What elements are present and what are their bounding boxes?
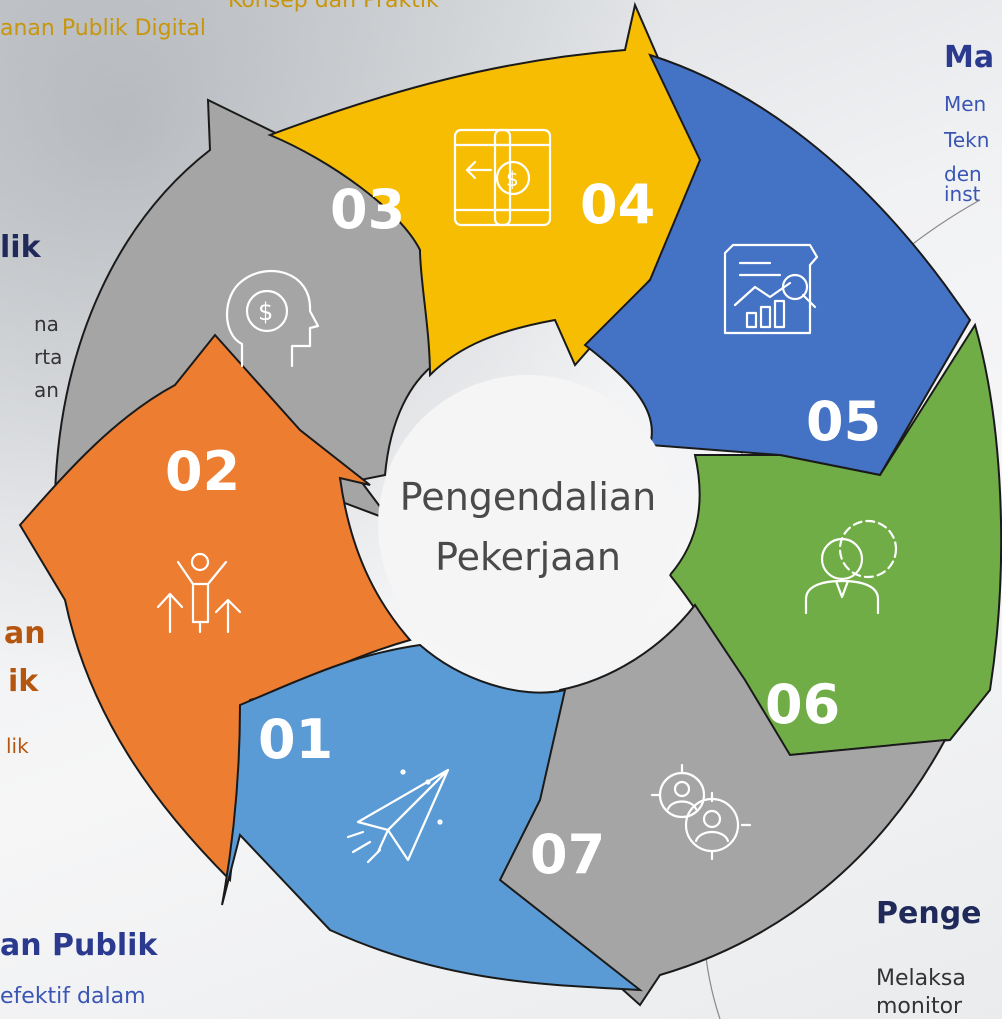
left-mid-line1: na <box>34 312 59 336</box>
left-mid-line2: rta <box>34 345 63 369</box>
bottom-right-line2: monitor <box>876 994 963 1019</box>
mobile-payment-icon: $ <box>453 128 552 227</box>
bottom-right-line1: Melaksa <box>876 966 966 991</box>
segment-number-04: 04 <box>580 173 655 236</box>
right-top-line2: Tekn <box>944 128 990 152</box>
segment-01 <box>221 643 644 992</box>
segment-05 <box>583 53 972 477</box>
right-top-line3: den <box>944 162 982 186</box>
svg-text:$: $ <box>506 167 519 191</box>
target-people-icon <box>650 763 752 861</box>
segment-number-06: 06 <box>765 673 840 736</box>
segment-number-05: 05 <box>806 390 881 453</box>
left-lower-title-line2: ik <box>8 664 39 699</box>
paper-plane-icon <box>346 768 450 864</box>
top-left-caption-line2: anan Publik Digital <box>0 16 206 41</box>
left-lower-title-line1: an <box>4 616 46 651</box>
person-gear-icon <box>804 519 898 615</box>
center-title-line2: Pekerjaan <box>435 535 621 579</box>
svg-text:$: $ <box>258 298 273 326</box>
top-left-caption-line1: Konsep dan Praktik <box>228 0 439 13</box>
report-analysis-icon <box>723 243 819 335</box>
bottom-left-title: an Publik <box>0 928 158 963</box>
right-top-line1: Men <box>944 92 987 116</box>
left-mid-title: lik <box>0 230 41 265</box>
right-top-line4: inst <box>944 182 981 206</box>
segment-number-03: 03 <box>330 178 405 241</box>
right-top-title: Ma <box>944 40 995 75</box>
segment-number-01: 01 <box>258 708 333 771</box>
left-lower-line: lik <box>6 734 29 758</box>
center-title-line1: Pengendalian <box>400 475 657 519</box>
segment-number-07: 07 <box>530 823 605 886</box>
money-mind-icon: $ <box>225 269 320 368</box>
segment-07 <box>498 603 947 1007</box>
bottom-right-title: Penge <box>876 896 982 931</box>
segment-number-02: 02 <box>165 440 240 503</box>
growth-person-icon <box>156 552 242 634</box>
center-circle <box>378 375 678 675</box>
segment-02 <box>18 333 412 883</box>
bottom-left-line: efektif dalam <box>0 984 146 1009</box>
left-mid-line3: an <box>34 378 59 402</box>
